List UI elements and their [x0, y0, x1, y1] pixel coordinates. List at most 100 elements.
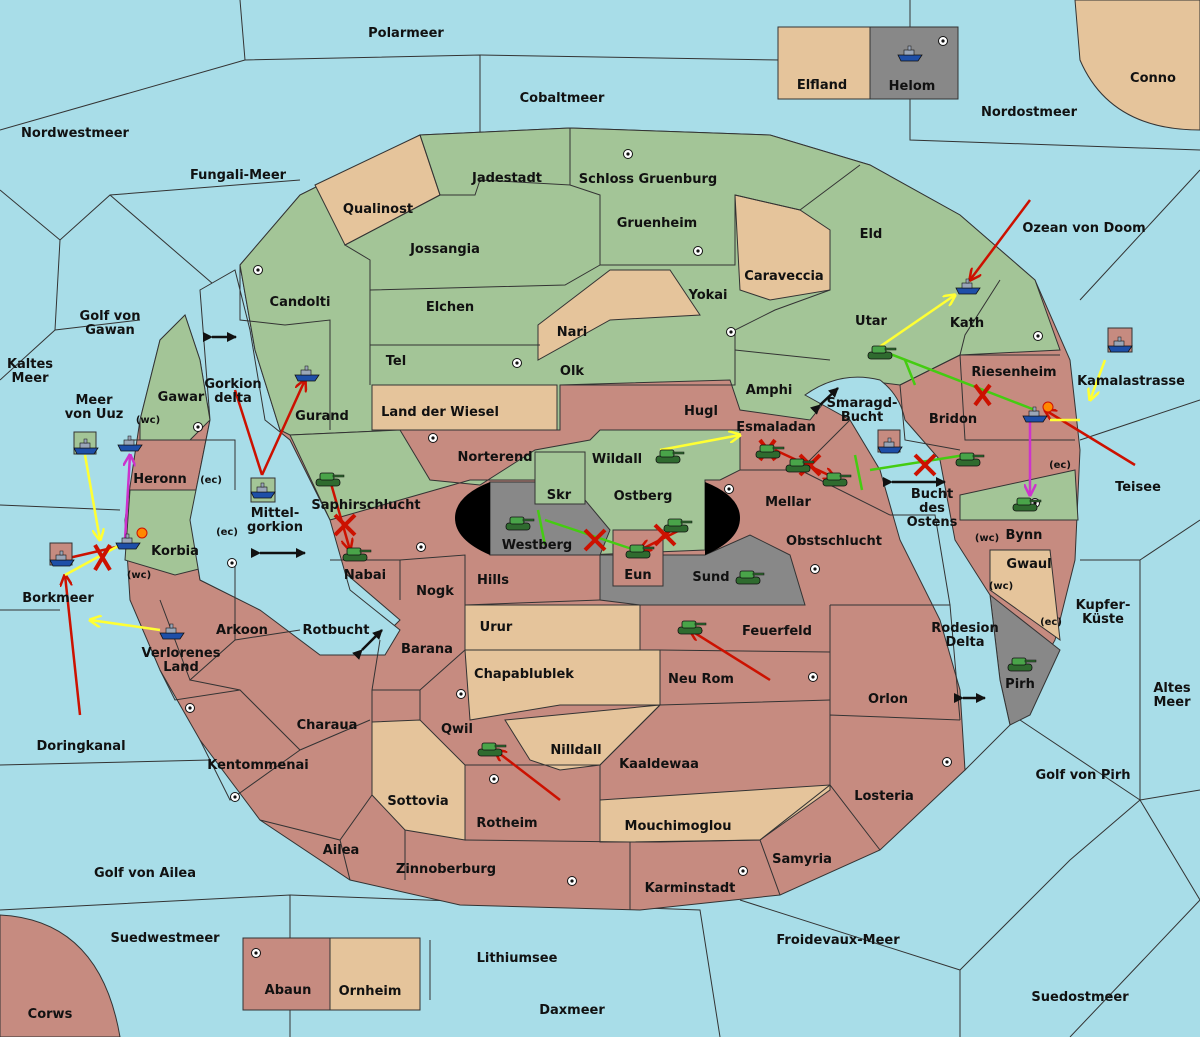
supply-center-icon — [227, 558, 237, 568]
region-label-hills: Hills — [477, 573, 509, 588]
coast-label: (wc) — [136, 415, 160, 426]
region-label-gruenheim: Gruenheim — [617, 216, 697, 231]
supply-center-icon — [938, 36, 948, 46]
dislodged-markers — [136, 401, 1054, 539]
sea-label-borkmeer: Borkmeer — [22, 591, 94, 606]
region-label-esmaladan: Esmaladan — [736, 420, 816, 435]
region-label-wildall: Wildall — [592, 452, 642, 467]
region-label-ornheim: Ornheim — [339, 984, 402, 999]
sea-label-suedwestmeer: Suedwestmeer — [110, 931, 220, 946]
supply-center-icon — [456, 689, 466, 699]
sea-label-teisee: Teisee — [1115, 480, 1161, 495]
region-label-westberg: Westberg — [502, 538, 572, 553]
sea-label-golf-pirh: Golf von Pirh — [1035, 768, 1130, 783]
sea-label-fungali: Fungali-Meer — [190, 168, 287, 183]
region-label-chapablublek: Chapablublek — [474, 667, 574, 682]
region-label-ailea: Ailea — [323, 843, 360, 858]
region-bynn[interactable] — [959, 469, 1079, 521]
region-label-saphirschlucht: Saphirschlucht — [311, 498, 420, 513]
region-label-qualinost: Qualinost — [343, 202, 413, 217]
region-nilldall[interactable] — [504, 704, 662, 771]
coast-label: (ec) — [200, 475, 222, 486]
region-label-feuerfeld: Feuerfeld — [742, 624, 812, 639]
region-label-zinnoberburg: Zinnoberburg — [396, 862, 496, 877]
supply-center-icon — [726, 327, 736, 337]
region-label-pirh: Pirh — [1005, 677, 1035, 692]
region-urur[interactable] — [464, 604, 641, 651]
region-label-amphi: Amphi — [746, 383, 793, 398]
region-label-nabai: Nabai — [344, 568, 386, 583]
region-nari[interactable] — [537, 269, 701, 361]
region-sund[interactable] — [599, 534, 806, 606]
supply-center-icon — [942, 757, 952, 767]
region-label-orlon: Orlon — [868, 692, 908, 707]
region-label-elfland: Elfland — [797, 78, 847, 93]
region-label-eun: Eun — [624, 568, 651, 583]
region-label-sund: Sund — [692, 570, 729, 585]
inner-lagoon-east — [804, 376, 1011, 772]
region-label-skr: Skr — [547, 488, 572, 503]
coast-label: (wc) — [127, 570, 151, 581]
region-label-sottovia: Sottovia — [387, 794, 448, 809]
sea-label-suedostmeer: Suedostmeer — [1031, 990, 1129, 1005]
region-label-rotheim: Rotheim — [476, 816, 537, 831]
region-label-kath: Kath — [950, 316, 984, 331]
supply-center-icon — [810, 564, 820, 574]
center-lake-east — [705, 482, 740, 555]
coast-label: (ec) — [216, 527, 238, 538]
supply-center-icon — [512, 358, 522, 368]
region-label-abaun: Abaun — [265, 983, 312, 998]
sea-label-kamalastrasse: Kamalastrasse — [1077, 374, 1185, 389]
region-chapablublek[interactable] — [464, 649, 661, 721]
supply-center-icon — [623, 149, 633, 159]
sea-label-polarmeer: Polarmeer — [368, 26, 444, 41]
sea-label-nordwestmeer: Nordwestmeer — [21, 126, 129, 141]
supply-center-icon — [251, 948, 261, 958]
coast-label: (wc) — [975, 533, 999, 544]
region-skr[interactable] — [534, 451, 586, 505]
region-label-charaua: Charaua — [297, 718, 358, 733]
inner-lagoon-west — [189, 269, 401, 656]
region-label-nari: Nari — [557, 325, 588, 340]
region-gwaul[interactable] — [989, 549, 1061, 642]
supply-center-icon — [738, 866, 748, 876]
sea-label-ozean-doom: Ozean von Doom — [1022, 221, 1145, 236]
supply-center-icon — [230, 792, 240, 802]
sea-label-smaragd-bucht: Smaragd-Bucht — [827, 396, 898, 425]
region-label-mellar: Mellar — [765, 495, 811, 510]
sea-label-froidevaux: Froidevaux-Meer — [776, 933, 900, 948]
region-label-kentommenai: Kentommenai — [207, 758, 308, 773]
region-label-korbia: Korbia — [151, 544, 199, 559]
region-ornheim[interactable] — [329, 937, 421, 1011]
supply-center-icon — [489, 774, 499, 784]
region-label-elchen: Elchen — [426, 300, 474, 315]
sea-label-mittel-gorkion: Mittel-gorkion — [247, 506, 303, 535]
supply-center-icon — [808, 672, 818, 682]
region-label-losteria: Losteria — [854, 789, 914, 804]
region-label-schloss-gruenburg: Schloss Gruenburg — [579, 172, 717, 187]
region-corws[interactable] — [0, 914, 121, 1037]
coast-label: (ec) — [1040, 617, 1062, 628]
region-elfland[interactable] — [777, 26, 871, 100]
coast-label: (ec) — [1049, 460, 1071, 471]
region-label-ostberg: Ostberg — [614, 489, 673, 504]
region-label-gawar: Gawar — [158, 390, 205, 405]
supply-center-icon — [567, 876, 577, 886]
region-label-arkoon: Arkoon — [216, 623, 268, 638]
region-land-wiesel[interactable] — [371, 384, 558, 431]
region-label-neu-rom: Neu Rom — [668, 672, 734, 687]
region-label-samyria: Samyria — [772, 852, 832, 867]
region-label-hugl: Hugl — [684, 404, 718, 419]
sea-label-cobaltmeer: Cobaltmeer — [520, 91, 605, 106]
region-label-nilldall: Nilldall — [550, 743, 601, 758]
region-label-yokai: Yokai — [687, 288, 727, 303]
